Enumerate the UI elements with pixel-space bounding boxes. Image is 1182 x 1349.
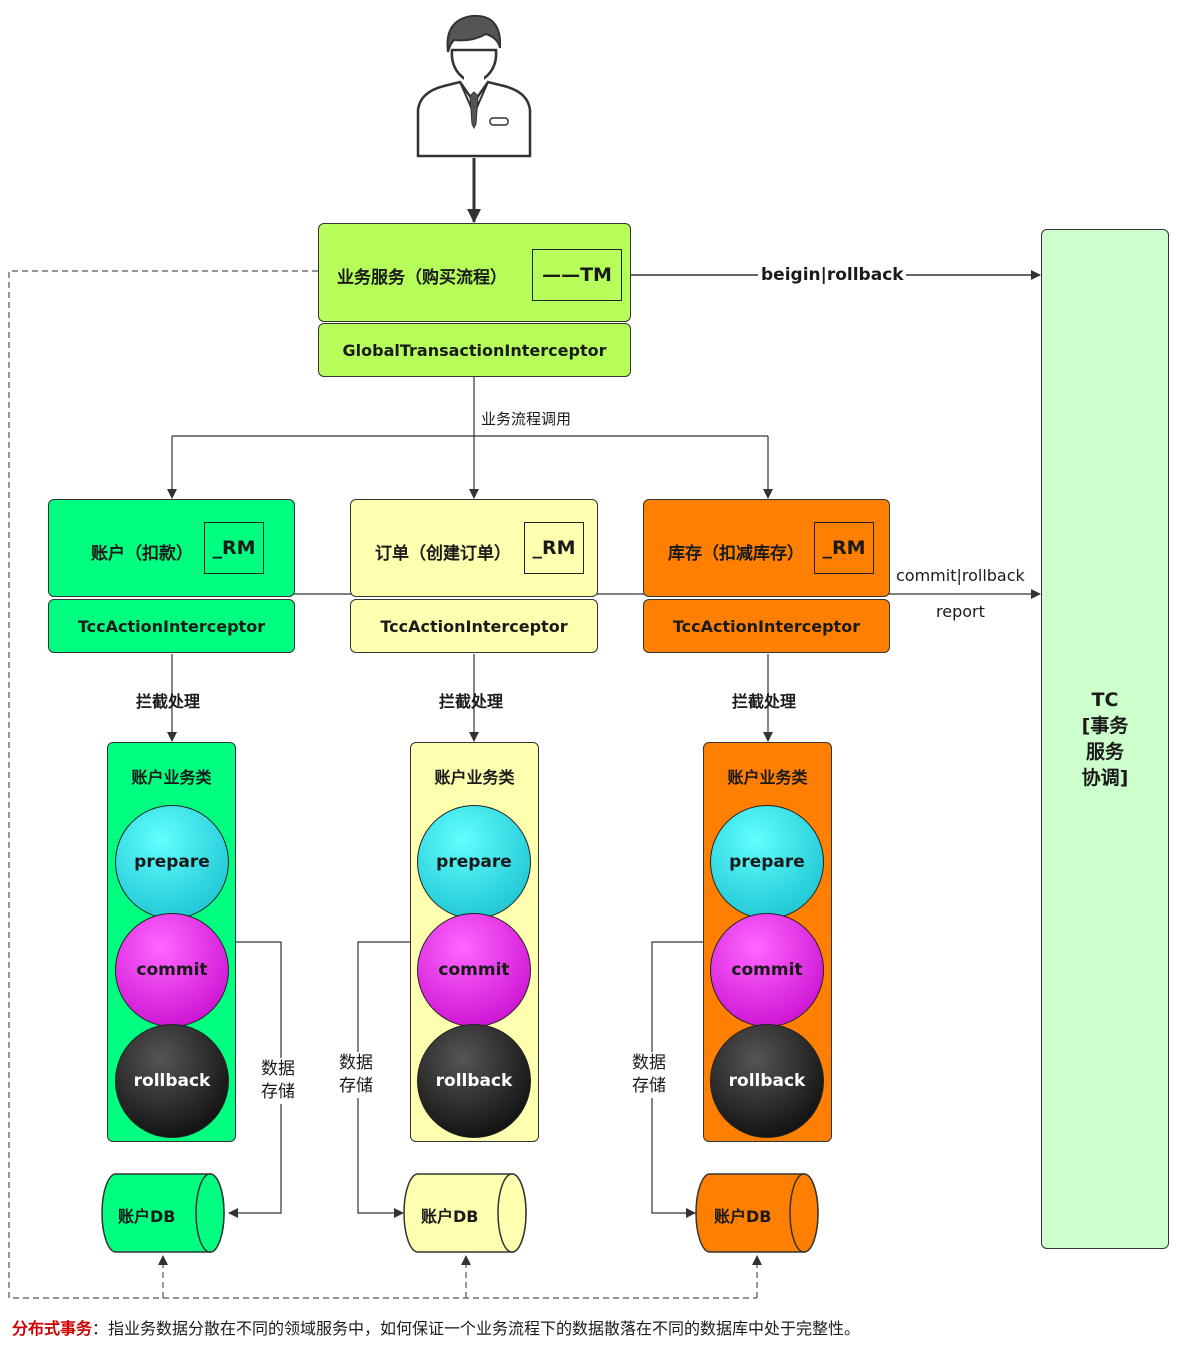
rollback-label: rollback xyxy=(435,1071,513,1091)
account-service-title: 账户（扣款） xyxy=(91,544,193,564)
account-prepare-method[interactable]: prepare xyxy=(115,805,229,919)
inventory-intercept-label: 拦截处理 xyxy=(732,692,797,711)
inventory-service-title: 库存（扣减库存） xyxy=(668,544,804,564)
account-rm-label: _RM xyxy=(212,537,256,559)
order-storage-label: 数据 存储 xyxy=(339,1052,373,1098)
inventory-interceptor-box[interactable]: TccActionInterceptor xyxy=(643,599,890,653)
commit-rollback-label: commit|rollback xyxy=(896,566,1025,585)
footer-desc: 指业务数据分散在不同的领域服务中，如何保证一个业务流程下的数据散落在不同的数据库… xyxy=(108,1319,861,1338)
inventory-db-cylinder xyxy=(695,1173,819,1253)
footer-definition: 分布式事务：指业务数据分散在不同的领域服务中，如何保证一个业务流程下的数据散落在… xyxy=(12,1315,860,1339)
user-icon xyxy=(416,14,532,158)
order-db-label: 账户DB xyxy=(421,1207,479,1226)
account-rm-tag: _RM xyxy=(204,522,264,574)
prepare-label: prepare xyxy=(134,852,210,872)
business-flow-label: 业务流程调用 xyxy=(481,410,572,428)
inventory-commit-method[interactable]: commit xyxy=(710,913,824,1027)
order-prepare-method[interactable]: prepare xyxy=(417,805,531,919)
account-interceptor-label: TccActionInterceptor xyxy=(77,616,266,636)
order-db-cylinder xyxy=(403,1173,527,1253)
begin-rollback-label: beigin|rollback xyxy=(761,265,904,285)
order-rollback-method[interactable]: rollback xyxy=(417,1024,531,1138)
footer-sep: ： xyxy=(92,1319,109,1338)
rollback-label: rollback xyxy=(728,1071,806,1091)
rollback-label: rollback xyxy=(133,1071,211,1091)
order-intercept-label: 拦截处理 xyxy=(439,692,504,711)
tc-line-1: TC xyxy=(1091,689,1119,711)
order-service-box[interactable]: 订单（创建订单） xyxy=(350,499,598,597)
order-interceptor-box[interactable]: TccActionInterceptor xyxy=(350,599,598,653)
tc-line-3: 服务 xyxy=(1085,741,1124,763)
order-service-title: 订单（创建订单） xyxy=(375,544,511,564)
global-interceptor-label: GlobalTransactionInterceptor xyxy=(342,340,607,360)
account-intercept-label: 拦截处理 xyxy=(136,692,201,711)
tm-tag-label: ——TM xyxy=(542,264,612,286)
tc-box[interactable]: TC [事务 服务 协调] xyxy=(1041,229,1169,1249)
tm-tag: ——TM xyxy=(532,249,622,301)
tc-line-2: [事务 xyxy=(1081,715,1129,737)
inventory-rm-tag: _RM xyxy=(814,522,874,574)
inventory-class-title: 账户业务类 xyxy=(727,768,808,787)
prepare-label: prepare xyxy=(436,852,512,872)
order-rm-tag: _RM xyxy=(524,522,584,574)
footer-term: 分布式事务 xyxy=(12,1319,93,1338)
account-db-cylinder xyxy=(101,1173,225,1253)
account-class-title: 账户业务类 xyxy=(131,768,212,787)
order-rm-label: _RM xyxy=(532,537,576,559)
inventory-db-label: 账户DB xyxy=(714,1207,772,1226)
inventory-prepare-method[interactable]: prepare xyxy=(710,805,824,919)
inventory-interceptor-label: TccActionInterceptor xyxy=(672,616,861,636)
commit-label: commit xyxy=(438,960,510,980)
order-interceptor-label: TccActionInterceptor xyxy=(380,616,568,636)
account-storage-label: 数据 存储 xyxy=(261,1058,295,1104)
account-rollback-method[interactable]: rollback xyxy=(115,1024,229,1138)
inventory-storage-label: 数据 存储 xyxy=(632,1052,666,1098)
global-transaction-interceptor-box[interactable]: GlobalTransactionInterceptor xyxy=(318,323,631,377)
business-service-box[interactable]: 业务服务（购买流程） xyxy=(318,223,631,322)
inventory-rollback-method[interactable]: rollback xyxy=(710,1024,824,1138)
tc-line-4: 协调] xyxy=(1081,767,1129,789)
business-service-label: 业务服务（购买流程） xyxy=(337,268,507,288)
report-label: report xyxy=(936,602,985,621)
commit-label: commit xyxy=(731,960,803,980)
commit-label: commit xyxy=(136,960,208,980)
inventory-rm-label: _RM xyxy=(822,537,866,559)
prepare-label: prepare xyxy=(729,852,805,872)
account-commit-method[interactable]: commit xyxy=(115,913,229,1027)
account-interceptor-box[interactable]: TccActionInterceptor xyxy=(48,599,295,653)
order-class-title: 账户业务类 xyxy=(434,768,515,787)
order-commit-method[interactable]: commit xyxy=(417,913,531,1027)
account-db-label: 账户DB xyxy=(118,1207,176,1226)
